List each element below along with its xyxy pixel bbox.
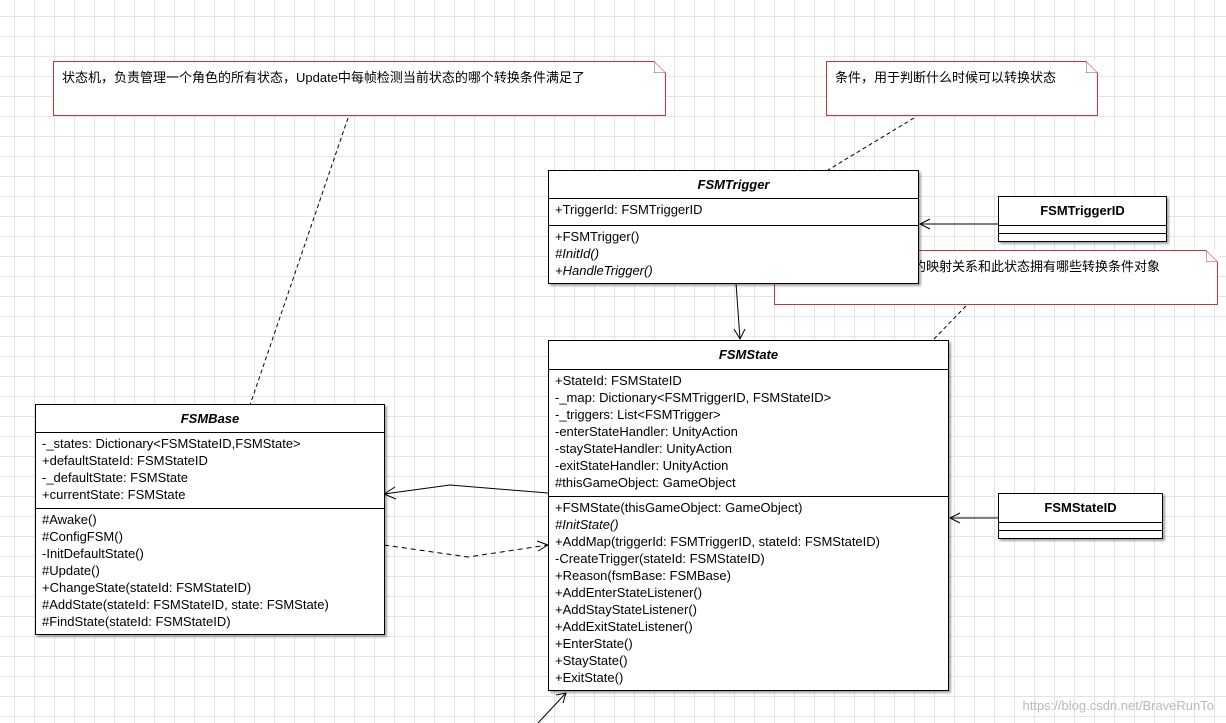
note-trigger-text: 条件，用于判断什么时候可以转换状态 bbox=[835, 70, 1057, 85]
enum-section bbox=[999, 234, 1166, 241]
enum-section bbox=[999, 226, 1166, 234]
method: +Reason(fsmBase: FSMBase) bbox=[555, 568, 731, 583]
method: +EnterState() bbox=[555, 636, 633, 651]
method: #InitId() bbox=[555, 246, 600, 261]
class-fsmbase[interactable]: FSMBase -_states: Dictionary<FSMStateID,… bbox=[35, 404, 385, 635]
method: #Awake() bbox=[42, 512, 97, 527]
class-fsmstate-methods: +FSMState(thisGameObject: GameObject) #I… bbox=[549, 497, 948, 690]
class-fsmstate-attributes: +StateId: FSMStateID -_map: Dictionary<F… bbox=[549, 370, 948, 497]
watermark: https://blog.csdn.net/BraveRunTo bbox=[1022, 698, 1214, 713]
class-fsmbase-attributes: -_states: Dictionary<FSMStateID,FSMState… bbox=[36, 433, 384, 509]
method: #InitState() bbox=[555, 517, 619, 532]
class-fsmtriggerid-name: FSMTriggerID bbox=[999, 197, 1166, 226]
method: +AddStayStateListener() bbox=[555, 602, 697, 617]
method: #AddState(stateId: FSMStateID, state: FS… bbox=[42, 597, 329, 612]
note-trigger-anchor bbox=[827, 117, 915, 171]
method: #Update() bbox=[42, 563, 100, 578]
attribute: +defaultStateId: FSMStateID bbox=[42, 453, 208, 468]
enum-section bbox=[999, 523, 1162, 531]
note-fsmbase: 状态机，负责管理一个角色的所有状态，Update中每帧检测当前状态的哪个转换条件… bbox=[53, 61, 666, 116]
method: +HandleTrigger() bbox=[555, 263, 653, 278]
method: +AddEnterStateListener() bbox=[555, 585, 703, 600]
class-fsmtriggerid[interactable]: FSMTriggerID bbox=[998, 196, 1167, 242]
class-fsmtrigger[interactable]: FSMTrigger +TriggerId: FSMTriggerID +FSM… bbox=[548, 170, 919, 284]
association-state-to-fsmbase bbox=[383, 484, 549, 495]
note-trigger: 条件，用于判断什么时候可以转换状态 bbox=[826, 61, 1098, 116]
class-fsmbase-methods: #Awake() #ConfigFSM() -InitDefaultState(… bbox=[36, 509, 384, 634]
note-fold-icon bbox=[1206, 250, 1218, 262]
method: +FSMTrigger() bbox=[555, 229, 640, 244]
method: -CreateTrigger(stateId: FSMStateID) bbox=[555, 551, 765, 566]
association-trigger-to-state bbox=[735, 282, 741, 340]
method: #FindState(stateId: FSMStateID) bbox=[42, 614, 231, 629]
dependency-fsmbase-to-state bbox=[383, 544, 549, 558]
class-fsmbase-name: FSMBase bbox=[36, 405, 384, 433]
method: +FSMState(thisGameObject: GameObject) bbox=[555, 500, 803, 515]
note-fsmbase-anchor bbox=[249, 117, 349, 406]
note-fold-icon bbox=[1086, 61, 1098, 73]
class-fsmtrigger-name: FSMTrigger bbox=[549, 171, 918, 199]
class-fsmstateid-name: FSMStateID bbox=[999, 494, 1162, 523]
class-fsmstate-name: FSMState bbox=[549, 341, 948, 370]
enum-section bbox=[999, 531, 1162, 538]
method: +AddExitStateListener() bbox=[555, 619, 693, 634]
method: +ChangeState(stateId: FSMStateID) bbox=[42, 580, 252, 595]
attribute: -_triggers: List<FSMTrigger> bbox=[555, 407, 721, 422]
class-fsmstateid[interactable]: FSMStateID bbox=[998, 493, 1163, 539]
attribute: #thisGameObject: GameObject bbox=[555, 475, 736, 490]
method: #ConfigFSM() bbox=[42, 529, 123, 544]
attribute: +StateId: FSMStateID bbox=[555, 373, 682, 388]
class-fsmstate[interactable]: FSMState +StateId: FSMStateID -_map: Dic… bbox=[548, 340, 949, 691]
attribute: -_map: Dictionary<FSMTriggerID, FSMState… bbox=[555, 390, 832, 405]
note-fold-icon bbox=[654, 61, 666, 73]
attribute: -_states: Dictionary<FSMStateID,FSMState… bbox=[42, 436, 301, 451]
attribute: -enterStateHandler: UnityAction bbox=[555, 424, 738, 439]
method: +ExitState() bbox=[555, 670, 624, 685]
note-state-anchor bbox=[931, 305, 967, 342]
class-fsmtrigger-methods: +FSMTrigger() #InitId() +HandleTrigger() bbox=[549, 226, 918, 283]
method: +AddMap(triggerId: FSMTriggerID, stateId… bbox=[555, 534, 880, 549]
attribute: +currentState: FSMState bbox=[42, 487, 186, 502]
attribute: -exitStateHandler: UnityAction bbox=[555, 458, 729, 473]
attribute: +TriggerId: FSMTriggerID bbox=[555, 202, 703, 217]
note-fsmbase-text: 状态机，负责管理一个角色的所有状态，Update中每帧检测当前状态的哪个转换条件… bbox=[62, 70, 585, 85]
attribute: -_defaultState: FSMState bbox=[42, 470, 188, 485]
method: -InitDefaultState() bbox=[42, 546, 144, 561]
attribute: -stayStateHandler: UnityAction bbox=[555, 441, 733, 456]
method: +StayState() bbox=[555, 653, 628, 668]
association-incoming-bottom bbox=[537, 692, 567, 723]
class-fsmtrigger-attributes: +TriggerId: FSMTriggerID bbox=[549, 199, 918, 226]
